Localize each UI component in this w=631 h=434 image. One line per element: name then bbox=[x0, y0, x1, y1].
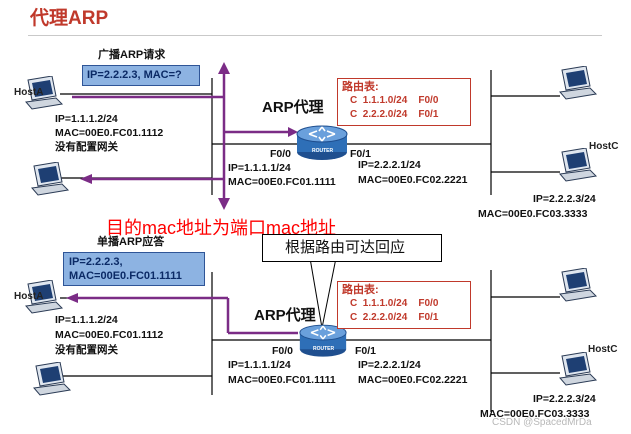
host-a-note: 没有配置网关 bbox=[55, 344, 118, 356]
if-right-ip-top: IP=2.2.2.1/24 bbox=[358, 159, 421, 171]
host-c-name: HostC bbox=[588, 344, 618, 355]
unicast-reply-label: 单播ARP应答 bbox=[97, 236, 165, 248]
route-table-row: C 2.2.2.0/24 F0/1 bbox=[350, 109, 439, 120]
if-left-ip-top: IP=1.1.1.1/24 bbox=[228, 162, 291, 174]
diagram-title: 代理ARP bbox=[30, 8, 109, 29]
host-c-ip: IP=2.2.2.3/24 bbox=[533, 193, 596, 205]
route-table-title: 路由表: bbox=[342, 81, 379, 93]
broadcast-request-label: 广播ARP请求 bbox=[98, 49, 166, 61]
red-annotation: 目的mac地址为端口mac地址 bbox=[106, 218, 337, 238]
route-table-row: C 2.2.2.0/24 F0/1 bbox=[350, 312, 439, 323]
arp-proxy-label-bottom: ARP代理 bbox=[254, 307, 316, 324]
watermark: CSDN @SpacedMrDa bbox=[492, 417, 592, 428]
route-table-bottom: 路由表: C 1.1.1.0/24 F0/0 C 2.2.2.0/24 F0/1 bbox=[337, 281, 471, 329]
host-a-name: HostA bbox=[14, 87, 44, 98]
host-a-ip: IP=1.1.1.2/24 bbox=[55, 113, 118, 125]
host-a-mac: MAC=00E0.FC01.1112 bbox=[55, 329, 164, 341]
host-a-mac: MAC=00E0.FC01.1112 bbox=[55, 127, 164, 139]
arp-request-box: IP=2.2.2.3, MAC=? bbox=[82, 65, 200, 86]
router-icon-bottom: ROUTER bbox=[298, 320, 348, 360]
router-caption-bottom: ROUTER bbox=[313, 346, 335, 352]
host-c-computer-icon bbox=[556, 147, 598, 182]
if-right-ip-bottom: IP=2.2.2.1/24 bbox=[358, 359, 421, 371]
route-table-title: 路由表: bbox=[342, 284, 379, 296]
if-left-mac-top: MAC=00E0.FC01.1111 bbox=[228, 176, 336, 188]
top-segment-right bbox=[346, 70, 560, 195]
if-f01-label-top: F0/1 bbox=[350, 148, 372, 160]
host-c-name: HostC bbox=[589, 141, 619, 152]
route-reply-callout-text: 根据路由可达回应 bbox=[285, 238, 406, 256]
if-left-mac-bottom: MAC=00E0.FC01.1111 bbox=[228, 374, 336, 386]
if-f00-label-bottom: F0/0 bbox=[272, 345, 294, 357]
if-f01-label-bottom: F0/1 bbox=[355, 345, 377, 357]
broadcast-arrows bbox=[72, 62, 298, 210]
route-reply-callout: 根据路由可达回应 bbox=[262, 234, 442, 262]
host-c-ip: IP=2.2.2.3/24 bbox=[533, 393, 596, 405]
host-a-computer-icon bbox=[22, 279, 64, 314]
if-right-mac-top: MAC=00E0.FC02.2221 bbox=[358, 174, 468, 186]
host-a-note: 没有配置网关 bbox=[55, 141, 118, 153]
router-caption-top: ROUTER bbox=[312, 148, 334, 154]
host-a-ip: IP=1.1.1.2/24 bbox=[55, 314, 118, 326]
bottom-segment-right bbox=[344, 270, 560, 412]
route-table-top: 路由表: C 1.1.1.0/24 F0/0 C 2.2.2.0/24 F0/1 bbox=[337, 78, 471, 126]
if-f00-label-top: F0/0 bbox=[270, 148, 292, 160]
host-c-mac: MAC=00E0.FC03.3333 bbox=[480, 408, 590, 420]
arp-proxy-label-top: ARP代理 bbox=[262, 99, 324, 116]
route-table-row: C 1.1.1.0/24 F0/0 bbox=[350, 95, 439, 106]
host-a-name: HostA bbox=[14, 291, 44, 302]
host-a-computer-icon bbox=[22, 75, 64, 110]
host-b-computer-icon bbox=[30, 361, 72, 396]
unicast-reply-arrows bbox=[66, 293, 298, 335]
host-b-computer-icon bbox=[28, 161, 70, 196]
if-right-mac-bottom: MAC=00E0.FC02.2221 bbox=[358, 374, 468, 386]
router-icon-top: ROUTER bbox=[295, 122, 349, 162]
host-d-computer-icon bbox=[556, 65, 598, 100]
arp-reply-box: IP=2.2.2.3, MAC=00E0.FC01.1111 bbox=[63, 252, 205, 286]
arp-reply-text-line1: IP=2.2.2.3, bbox=[69, 256, 123, 268]
host-c-mac: MAC=00E0.FC03.3333 bbox=[478, 208, 588, 220]
arp-reply-text-line2: MAC=00E0.FC01.1111 bbox=[69, 270, 182, 282]
route-table-row: C 1.1.1.0/24 F0/0 bbox=[350, 298, 439, 309]
title-underline bbox=[28, 35, 602, 36]
host-d-computer-icon bbox=[556, 267, 598, 302]
callout-pointer bbox=[309, 257, 337, 329]
arp-request-text: IP=2.2.2.3, MAC=? bbox=[87, 69, 182, 81]
host-c-computer-icon bbox=[556, 351, 598, 386]
if-left-ip-bottom: IP=1.1.1.1/24 bbox=[228, 359, 291, 371]
